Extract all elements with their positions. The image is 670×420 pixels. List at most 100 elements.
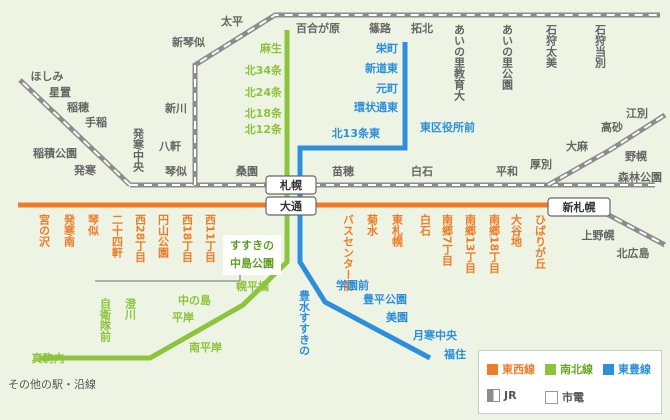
legend-tozai-label: 東西線 [502,363,535,376]
other-station-22: 平和 [496,164,518,178]
legend-jr: JR [487,389,517,402]
tozai-station-15: 大谷地 [510,213,523,247]
toho-station-7: 学園前 [336,278,369,292]
odori-hub-label: 大通 [280,199,302,213]
namboku-station-9: 澄川 [124,297,138,320]
other-station-3: 拓北 [411,21,433,35]
namboku-station-4: 北12条 [245,122,283,136]
other-station-20: 苗穂 [332,164,354,178]
tozai-station-10: 東札幌 [391,213,405,248]
other-station-5: あいの里公園 [501,24,514,91]
other-station-9: ほしみ [31,70,64,83]
tozai-station-4: 西28丁目 [134,214,147,263]
toho-station-3: 環状通東 [354,100,399,114]
susukino-hub-box [223,235,281,275]
namboku-station-6: 中の島 [178,293,211,307]
other-station-11: 稲穂 [67,100,89,114]
tram-line [95,255,241,282]
sapporo-hub-box [265,175,317,195]
other-station-12: 手稲 [85,115,107,129]
toho-station-8: 豊平公園 [363,292,407,306]
shin-sapporo-hub-label: 新札幌 [563,200,596,214]
odori-hub-box [265,196,317,216]
tram-swatch [545,390,558,404]
namboku-station-3: 北18条 [245,106,283,120]
tozai-station-3: 二十四軒 [111,214,124,259]
toho-station-10: 月寒中央 [412,328,458,342]
toho-station-9: 美園 [386,310,408,324]
other-station-0: 太平 [220,14,243,28]
other-station-17: 八軒 [158,139,181,153]
legend-namboku: 南北線 [545,361,593,377]
tozai-station-9: 菊水 [366,213,379,237]
other-station-18: 琴似 [164,165,187,178]
other-station-6: 石狩太美 [545,24,559,69]
toho-station-1: 新道東 [365,61,399,75]
other-station-14: 発寒 [73,163,97,177]
tozai-station-16: ひばりが丘 [534,214,547,269]
other-station-4: あいの里教育大 [453,24,467,102]
other-station-28: 森林公園 [618,170,662,184]
toho-swatch [603,363,614,375]
other-station-2: 篠路 [369,21,392,35]
toho-station-6: 豊水すすきの [298,289,311,356]
namboku-line [40,30,290,361]
tozai-station-13: 南郷13丁目 [464,213,477,274]
namboku-station-7: 平岸 [172,310,194,324]
tozai-station-8: バスセンター前 [342,214,355,292]
other-station-10: 星置 [49,86,71,99]
other-station-1: 百合が原 [296,21,340,35]
namboku-station-2: 北24条 [245,85,283,99]
jr-swatch [487,389,500,402]
namboku-station-11: 真駒内 [32,351,65,365]
namboku-station-1: 北34条 [245,63,283,77]
other-station-13: 稲積公園 [33,146,77,160]
namboku-swatch [545,363,556,375]
other-station-25: 高砂 [601,120,623,134]
other-station-24: 大麻 [566,139,589,153]
legend-jr-label: JR [504,389,517,402]
legend-toho-label: 東豊線 [618,363,651,376]
tozai-swatch [487,363,498,375]
tozai-station-5: 円山公園 [157,214,170,259]
other-station-16: 新川 [165,101,187,115]
footer-note: その他の駅・沿線 [8,378,96,391]
tozai-station-11: 白石 [419,213,433,237]
legend: 東西線 南北線 東豊線 JR 市電 [478,350,662,414]
nakajima-koen-hub-label: 中島公園 [230,256,274,270]
susukino-hub-label: すすきの [230,239,274,252]
tozai-station-2: 琴似 [87,214,101,237]
toho-station-11: 福住 [443,347,466,361]
tozai-station-6: 西18丁目 [181,214,194,263]
other-station-15: 発寒中央 [132,127,146,173]
toho-station-2: 元町 [376,82,398,95]
other-station-29: 上野幌 [582,228,615,242]
legend-namboku-label: 南北線 [560,363,593,376]
sapporo-hub-label: 札幌 [279,178,302,192]
tozai-station-12: 南郷7丁目 [441,213,454,267]
toho-station-5: 東区役所前 [420,120,475,134]
legend-tram-label: 市電 [562,391,584,404]
other-station-21: 白石 [411,164,433,178]
other-station-7: 石狩当別 [594,24,608,69]
namboku-station-0: 麻生 [259,41,282,55]
legend-tram: 市電 [545,389,584,405]
legend-tozai: 東西線 [487,361,535,377]
other-station-8: 新琴似 [172,35,205,49]
jr-lines [18,12,667,248]
other-station-26: 江別 [626,106,648,120]
toho-line [297,42,432,361]
shin-sapporo-hub-box [547,197,611,217]
tozai-station-1: 発寒南 [63,213,77,248]
other-station-30: 北広島 [617,246,650,260]
namboku-station-8: 南平岸 [189,340,222,354]
other-station-19: 桑園 [235,165,258,178]
toho-station-4: 北13条東 [332,126,381,140]
namboku-station-5: 幌平橋 [236,279,270,293]
namboku-station-10: 自衛隊前 [99,297,113,343]
other-station-27: 野幌 [625,149,647,163]
toho-station-0: 栄町 [375,41,398,55]
other-station-23: 厚別 [530,157,552,171]
